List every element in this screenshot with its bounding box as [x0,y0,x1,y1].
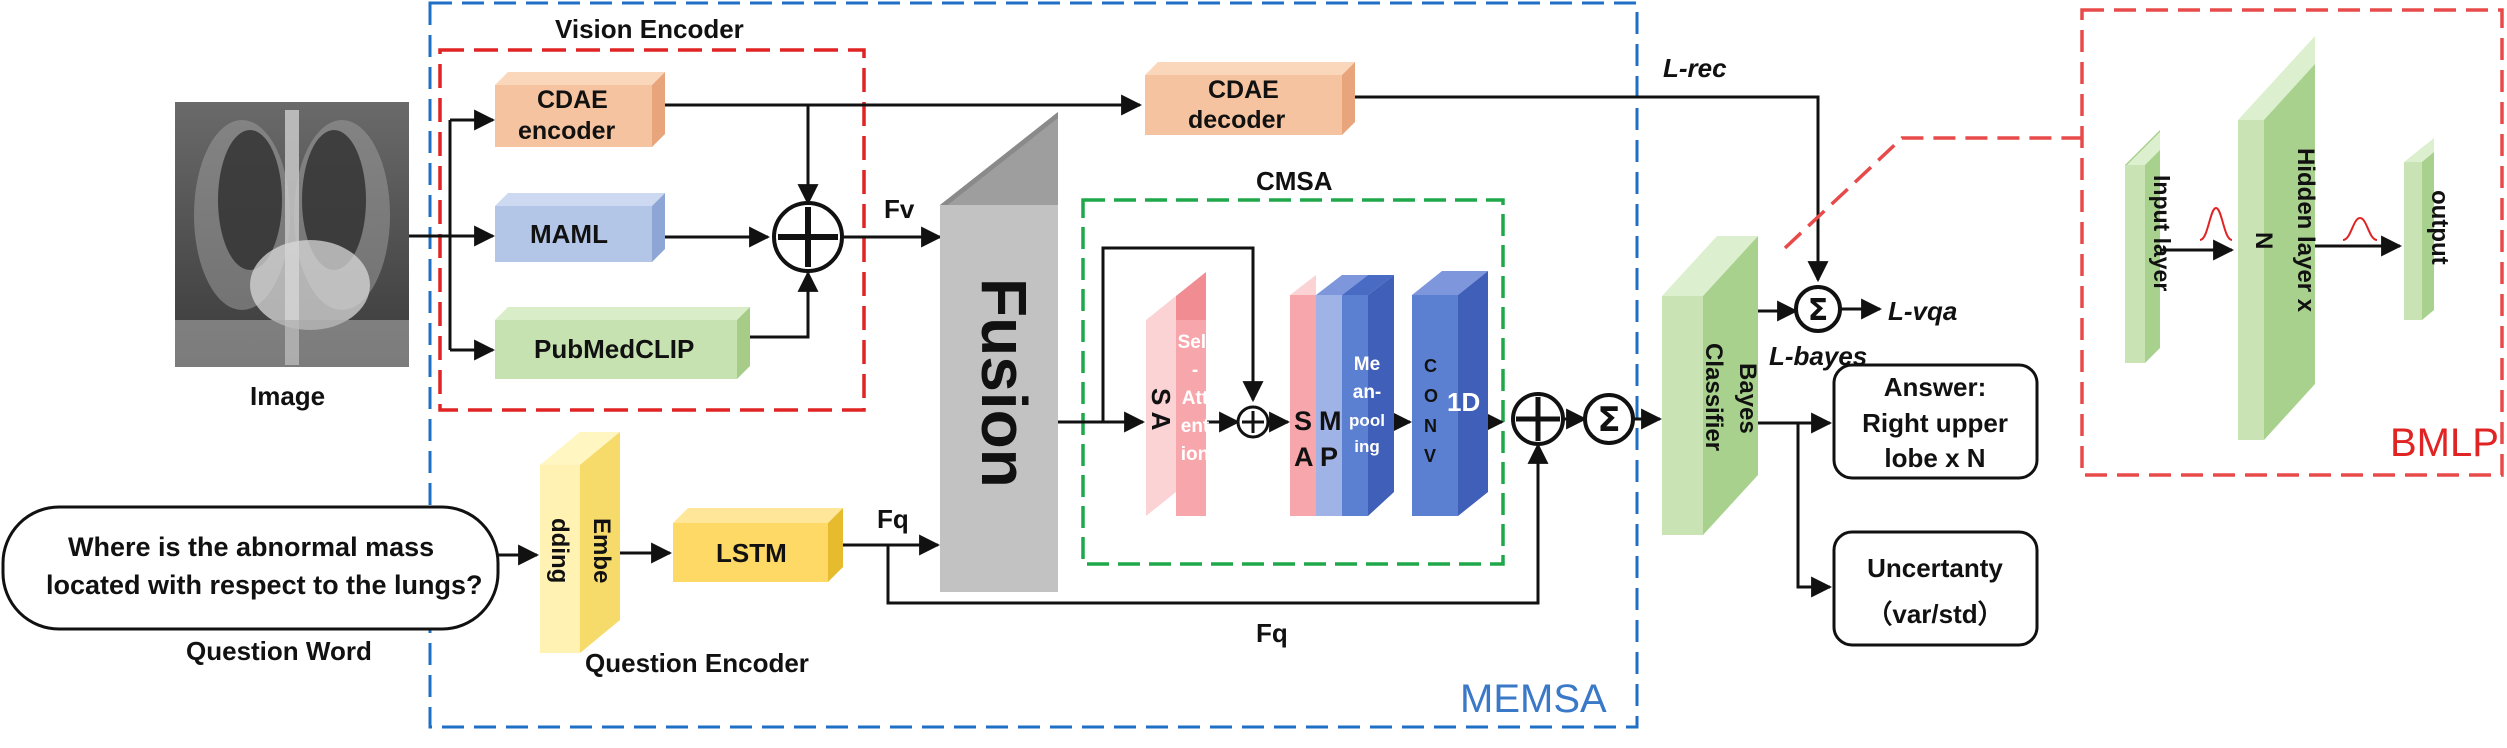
svg-text:Att: Att [1182,388,1209,409]
answer-line1: Answer: [1884,372,1987,402]
bmlp-connector [1783,136,2082,250]
answer-box [1832,363,2039,480]
answer-line3: lobe x N [1884,443,1985,473]
gaussian-curve-icon [2342,216,2378,241]
image-label: Image [250,381,325,411]
chest-xray-icon [175,102,409,367]
uncertainty-line2: （var/std） [1866,599,2003,629]
self-attention-block: S A Self - Att ent ion [1146,272,1213,516]
cmsa-wiring [1058,246,1505,433]
bmlp-label: BMLP [2390,421,2499,465]
gaussian-curve-icon [2199,206,2233,241]
bmlp-box [2080,8,2504,477]
answer-line2: Right upper [1862,408,2008,438]
cmsa-label: CMSA [1256,166,1333,196]
svg-text:pool: pool [1349,411,1385,430]
svg-text:ing: ing [1354,437,1380,456]
svg-text:an-: an- [1353,382,1382,403]
memsa-label: MEMSA [1460,677,1607,721]
uncertainty-box [1832,530,2039,647]
question-bubble [1,505,500,631]
question-encoder-label: Question Encoder [585,648,809,678]
svg-text:Classifier: Classifier [1700,343,1727,451]
svg-text:ent: ent [1181,416,1210,437]
l-rec-label: L-rec [1663,53,1727,83]
cdae-encoder-block: CDAE encoder [495,72,665,147]
bayes-classifier-block: Bayes Classifier [1662,236,1761,535]
svg-text:Embe: Embe [588,518,615,583]
input-layer-block: Input layer [2125,130,2175,363]
pubmedclip-block: PubMedCLIP [495,307,750,379]
vision-encoder-label: Vision Encoder [555,14,744,44]
svg-text:1D: 1D [1447,387,1480,417]
svg-text:output: output [2426,190,2453,265]
svg-text:S: S [1294,406,1312,436]
circle-plus-icon [1236,405,1270,439]
circle-plus-icon [772,201,844,273]
svg-text:dding: dding [546,518,573,583]
vision-encoder-box [438,48,866,412]
mean-pooling-block: S A M P Me an- pool ing [1290,275,1394,516]
conv1d-block: C O N V 1D [1412,271,1488,516]
hidden-layer-block: Hidden layer x N [2238,36,2319,440]
memsa-box [428,1,1639,729]
svg-text:Hidden layer x: Hidden layer x [2292,148,2319,313]
l-vqa-label: L-vqa [1888,296,1957,326]
fq-bottom-label: Fq [1256,618,1288,648]
cdae-decoder-block: CDAE decoder [1145,62,1355,135]
svg-text:Me: Me [1354,354,1380,375]
svg-text:MAML: MAML [530,219,608,249]
lstm-block: LSTM [673,508,843,582]
question-text-line1: Where is the abnormal mass [68,532,434,562]
image-wiring [409,109,496,361]
maml-block: MAML [495,193,665,262]
fq-wiring [843,442,1549,605]
svg-text:C: C [1424,356,1437,376]
cmsa-box [1081,198,1505,566]
circle-plus-icon [1511,392,1565,446]
embedding-block: Embe dding [540,432,620,653]
fq-top-label: Fq [877,504,909,534]
svg-text:ion: ion [1181,444,1210,465]
svg-text:V: V [1424,446,1436,466]
fv-label: Fv [884,194,915,224]
circle-sigma-icon: Σ [1794,285,1842,333]
svg-text:Σ: Σ [1597,400,1620,440]
svg-text:Fusion: Fusion [968,278,1040,488]
svg-text:Input layer: Input layer [2149,175,2175,291]
output-layer-block: output [2404,138,2453,320]
bayes-output-wiring [1758,300,1833,598]
svg-text:CDAE: CDAE [1208,76,1279,104]
svg-text:S A: S A [1146,388,1176,431]
svg-text:Σ: Σ [1808,293,1829,328]
svg-text:N: N [1424,416,1437,436]
encoder-output-wiring [665,94,1143,339]
svg-text:P: P [1320,442,1338,472]
fusion-block: Fusion [940,112,1058,592]
question-text-line2: located with respect to the lungs? [46,570,483,600]
svg-text:LSTM: LSTM [716,538,787,568]
question-word-label: Question Word [186,636,372,666]
svg-text:-: - [1192,360,1198,381]
svg-text:M: M [1319,406,1342,436]
svg-text:O: O [1424,386,1438,406]
svg-text:A: A [1294,442,1314,472]
svg-text:Self: Self [1178,332,1214,353]
svg-text:encoder: encoder [518,117,616,145]
svg-text:N: N [2250,232,2277,249]
svg-text:PubMedCLIP: PubMedCLIP [534,334,694,364]
uncertainty-line1: Uncertanty [1867,553,2003,583]
svg-text:decoder: decoder [1188,106,1286,134]
svg-text:Bayes: Bayes [1734,363,1761,434]
circle-sigma-icon: Σ [1583,393,1635,445]
svg-text:CDAE: CDAE [537,86,608,114]
